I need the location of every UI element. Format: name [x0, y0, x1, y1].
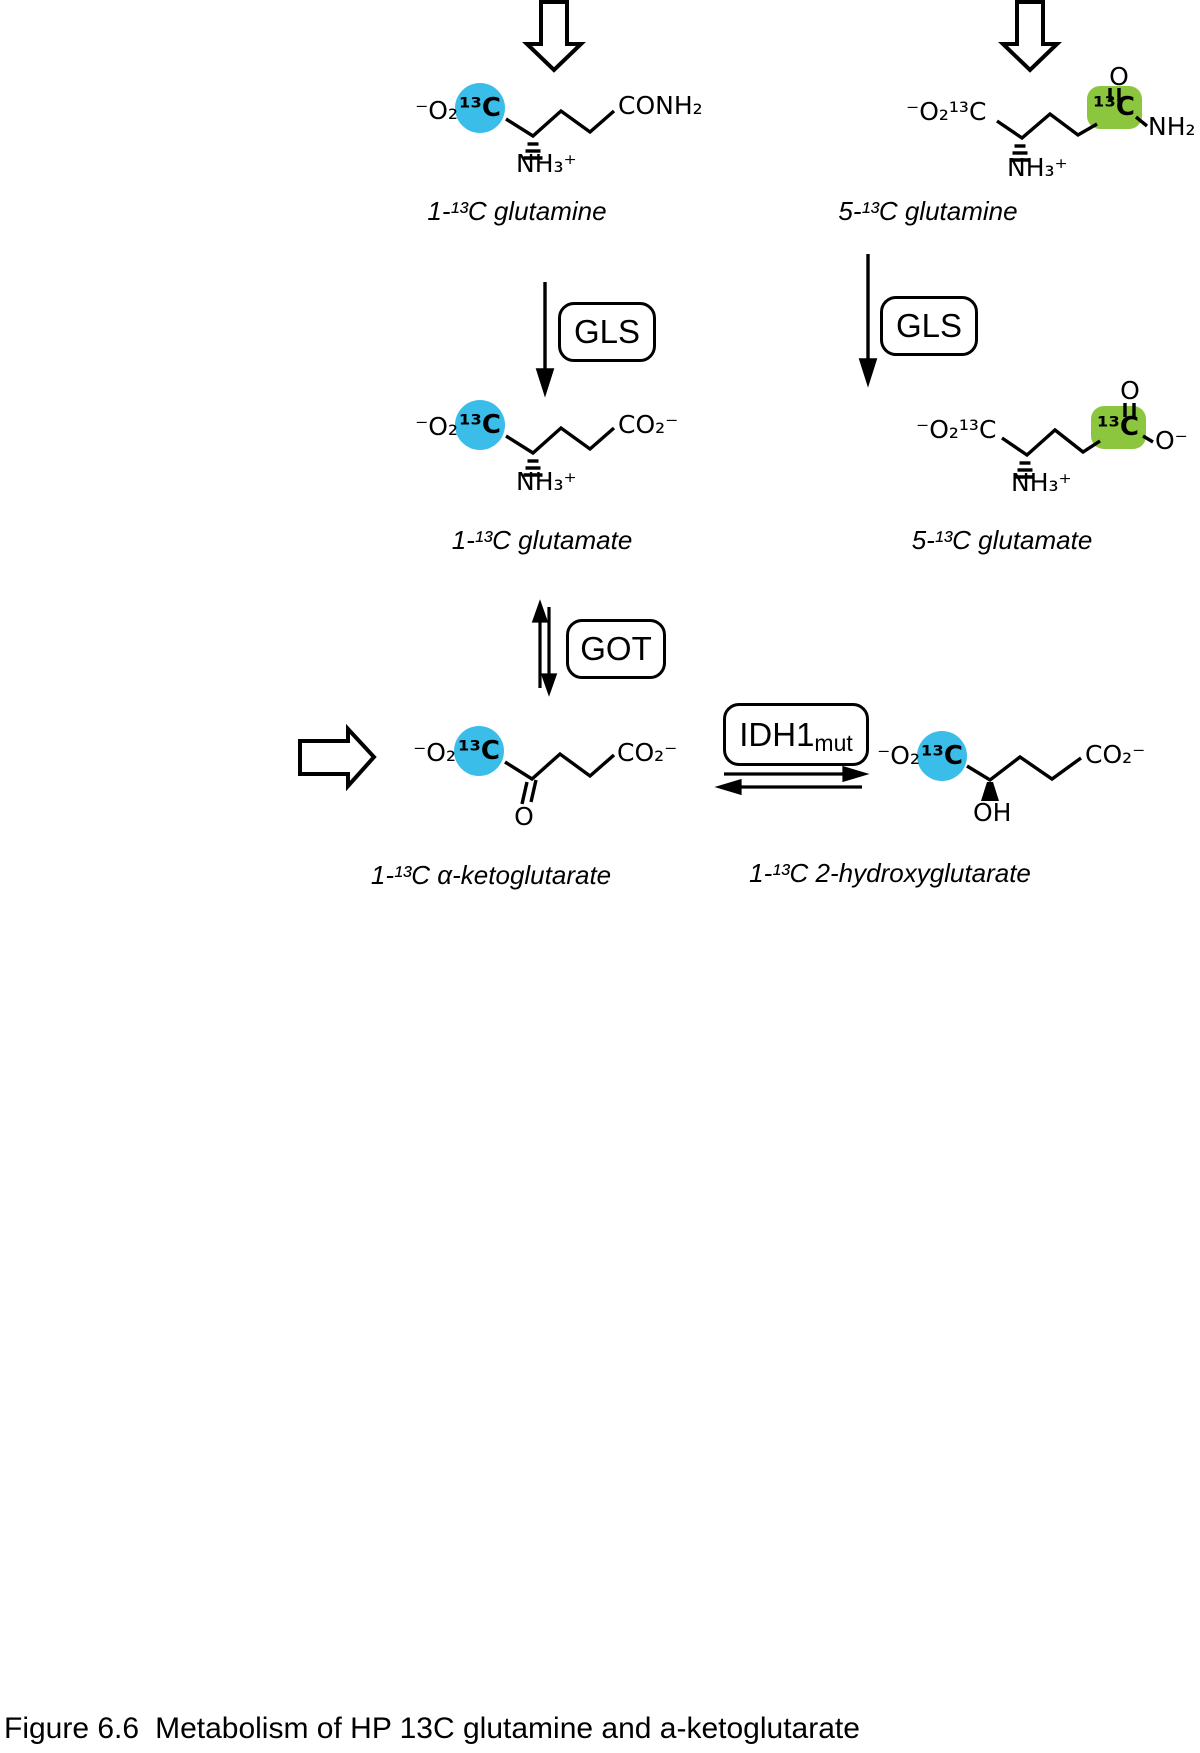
gls-arrow-left: [535, 282, 555, 398]
glutamate5-oxide: O⁻: [1155, 426, 1188, 455]
glutamate1-ammonium: NH₃⁺: [516, 467, 577, 496]
gls-enzyme-box-right: GLS: [880, 296, 978, 356]
glutamate1-carboxylate2: CO₂⁻: [618, 410, 679, 439]
glutamine1-ammonium: NH₃⁺: [516, 149, 577, 178]
akg-name: 1-¹³C α-ketoglutarate: [370, 860, 612, 890]
akg-keto-o: O: [514, 802, 534, 831]
glutamine5-ammonium: NH₃⁺: [1007, 153, 1068, 182]
gls-label: GLS: [895, 307, 963, 344]
c13-highlight-circle: [917, 731, 967, 781]
glutamine5-name: 5-¹³C glutamine: [838, 196, 1018, 226]
glutamine5-carboxylate: ⁻O₂¹³C: [906, 97, 987, 126]
glutamate1-carboxylate: ⁻O₂: [415, 412, 458, 441]
c13-highlight-circle: [455, 400, 505, 450]
figure-caption-text: Metabolism of HP 13C glutamine and a-ket…: [155, 1712, 860, 1745]
glutamine1-amide: CONH₂: [618, 91, 703, 120]
got-enzyme-box: GOT: [566, 619, 666, 679]
glutamine-1-skeleton: [505, 108, 616, 160]
akg-carboxylate2: CO₂⁻: [617, 738, 678, 767]
glutamate5-ammonium: NH₃⁺: [1011, 468, 1072, 497]
glutamate1-c13-label: ¹³C: [459, 410, 501, 440]
akg-carboxylate: ⁻O₂: [413, 738, 456, 767]
wedge-bond: [981, 782, 999, 801]
gls-arrow-right: [858, 254, 878, 388]
glutamate-5-skeleton: [1001, 403, 1154, 479]
hg-hydroxyl: OH: [973, 798, 1012, 827]
glutamine-5-skeleton: [996, 88, 1149, 162]
akg-c13-label: ¹³C: [458, 736, 500, 766]
c13-highlights: [454, 83, 1146, 781]
glutamate1-name: 1-¹³C glutamate: [451, 525, 633, 555]
glutamine5-carbonyl-o: O: [1109, 62, 1129, 91]
glutamine5-c13-label: ¹³C: [1093, 92, 1135, 122]
glutamine1-carboxylate: ⁻O₂: [415, 96, 458, 125]
hg-name: 1-¹³C 2-hydroxyglutarate: [749, 858, 1031, 888]
hg-carboxylate2: CO₂⁻: [1085, 740, 1146, 769]
glutamate5-name: 5-¹³C glutamate: [911, 525, 1093, 555]
akg-input-arrow: [298, 723, 377, 792]
glutamate5-carboxylate: ⁻O₂¹³C: [916, 415, 997, 444]
glutamine1-c13-label: ¹³C: [459, 93, 501, 123]
hg-c13-label: ¹³C: [921, 741, 963, 771]
c13-highlight-green: [1087, 86, 1142, 129]
reaction-scheme-canvas: [298, 0, 1154, 805]
gls-label: GLS: [573, 313, 641, 350]
c13-highlight-circle: [455, 83, 505, 133]
hg-carboxylate: ⁻O₂: [877, 741, 920, 770]
glutamine5-amine: NH₂: [1148, 112, 1196, 141]
gls-enzyme-box-left: GLS: [558, 302, 656, 362]
c13-highlight-green: [1091, 406, 1146, 449]
figure-caption: Figure 6.6 Metabolism of HP 13C glutamine…: [4, 1712, 860, 1746]
glutamine1-name: 1-¹³C glutamine: [427, 196, 607, 226]
idh1-equilibrium-arrow: [714, 765, 870, 796]
input-arrow-right: [998, 0, 1062, 73]
glutamate-1-skeleton: [505, 425, 616, 477]
got-label: GOT: [580, 630, 652, 667]
hydroxyglutarate-skeleton: [966, 754, 1082, 801]
got-equilibrium-arrow: [531, 599, 558, 697]
idh1-mut-subscript: mut: [814, 730, 853, 756]
figure-number: Figure 6.6: [4, 1712, 140, 1745]
c13-highlight-circle: [454, 726, 504, 776]
input-arrow-left: [522, 0, 586, 73]
glutamate5-carbonyl-o: O: [1120, 376, 1140, 405]
idh1-label: IDH1: [739, 715, 815, 753]
ketoglutarate-skeleton: [504, 751, 616, 805]
glutamate5-c13-label: ¹³C: [1097, 412, 1139, 442]
